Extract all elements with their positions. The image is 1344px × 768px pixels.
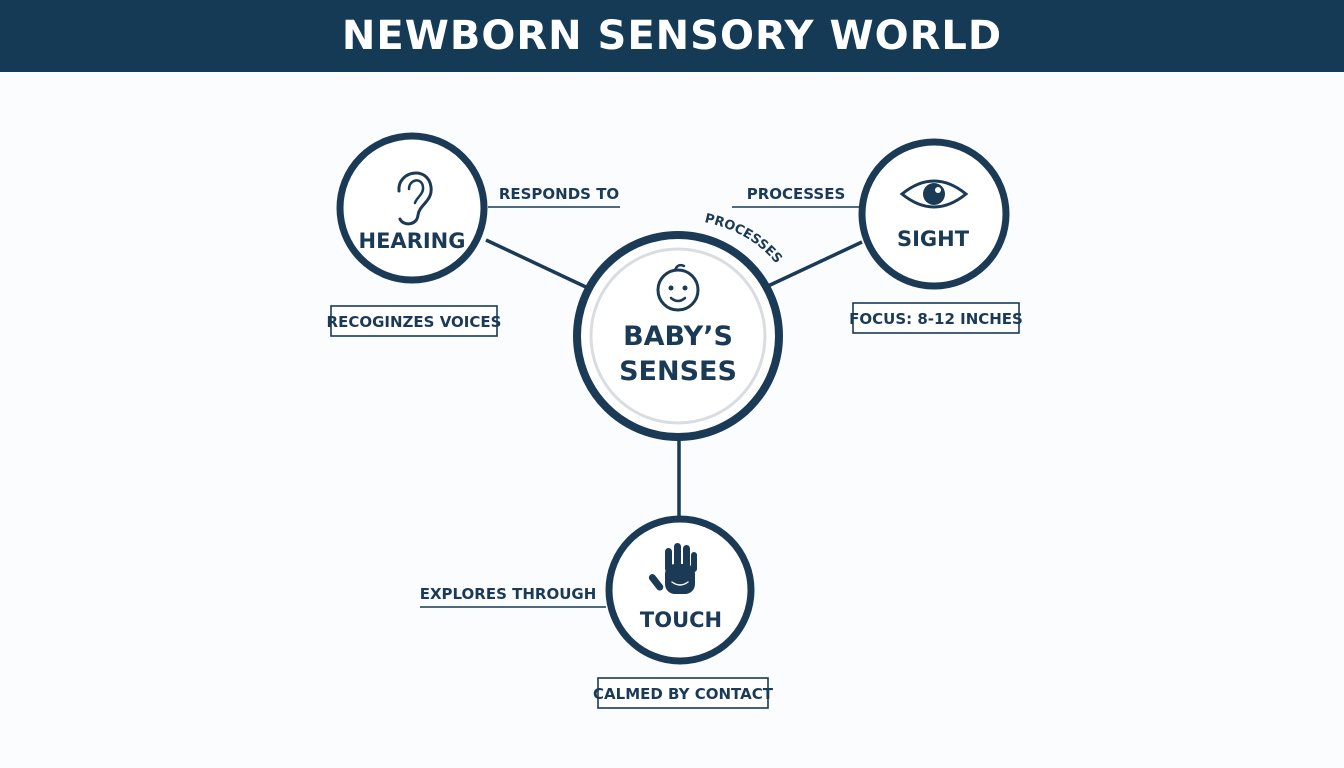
edge-label-hearing: RESPONDS TO xyxy=(499,185,619,203)
title-banner: NEWBORN SENSORY WORLD xyxy=(0,0,1344,72)
page-title: NEWBORN SENSORY WORLD xyxy=(341,13,1003,59)
note-touch: CALMED BY CONTACT xyxy=(593,677,774,709)
connector-hearing xyxy=(485,238,589,290)
note-sight-text: FOCUS: 8-12 INCHES xyxy=(849,310,1023,328)
baby-face-icon xyxy=(656,263,700,312)
ear-icon xyxy=(397,171,433,226)
sight-label: SIGHT xyxy=(897,227,970,251)
node-center: BABY’S SENSES xyxy=(573,231,783,441)
note-touch-text: CALMED BY CONTACT xyxy=(593,685,774,703)
touch-label: TOUCH xyxy=(640,608,722,632)
center-title-line1: BABY’S xyxy=(623,321,733,352)
node-hearing: HEARING xyxy=(336,132,488,284)
node-sight: SIGHT xyxy=(858,138,1010,290)
edge-label-touch: EXPLORES THROUGH xyxy=(420,585,597,603)
hearing-label: HEARING xyxy=(359,229,466,253)
connector-sight xyxy=(767,240,863,288)
center-title-line2: SENSES xyxy=(619,356,737,387)
note-hearing-text: RECOGINZES VOICES xyxy=(327,313,502,331)
note-sight: FOCUS: 8-12 INCHES xyxy=(849,302,1023,334)
eye-icon xyxy=(899,179,969,209)
note-hearing: RECOGINZES VOICES xyxy=(327,305,502,337)
hand-icon xyxy=(648,543,697,594)
node-touch: TOUCH xyxy=(605,515,755,665)
edge-label-sight: PROCESSES xyxy=(747,185,846,203)
